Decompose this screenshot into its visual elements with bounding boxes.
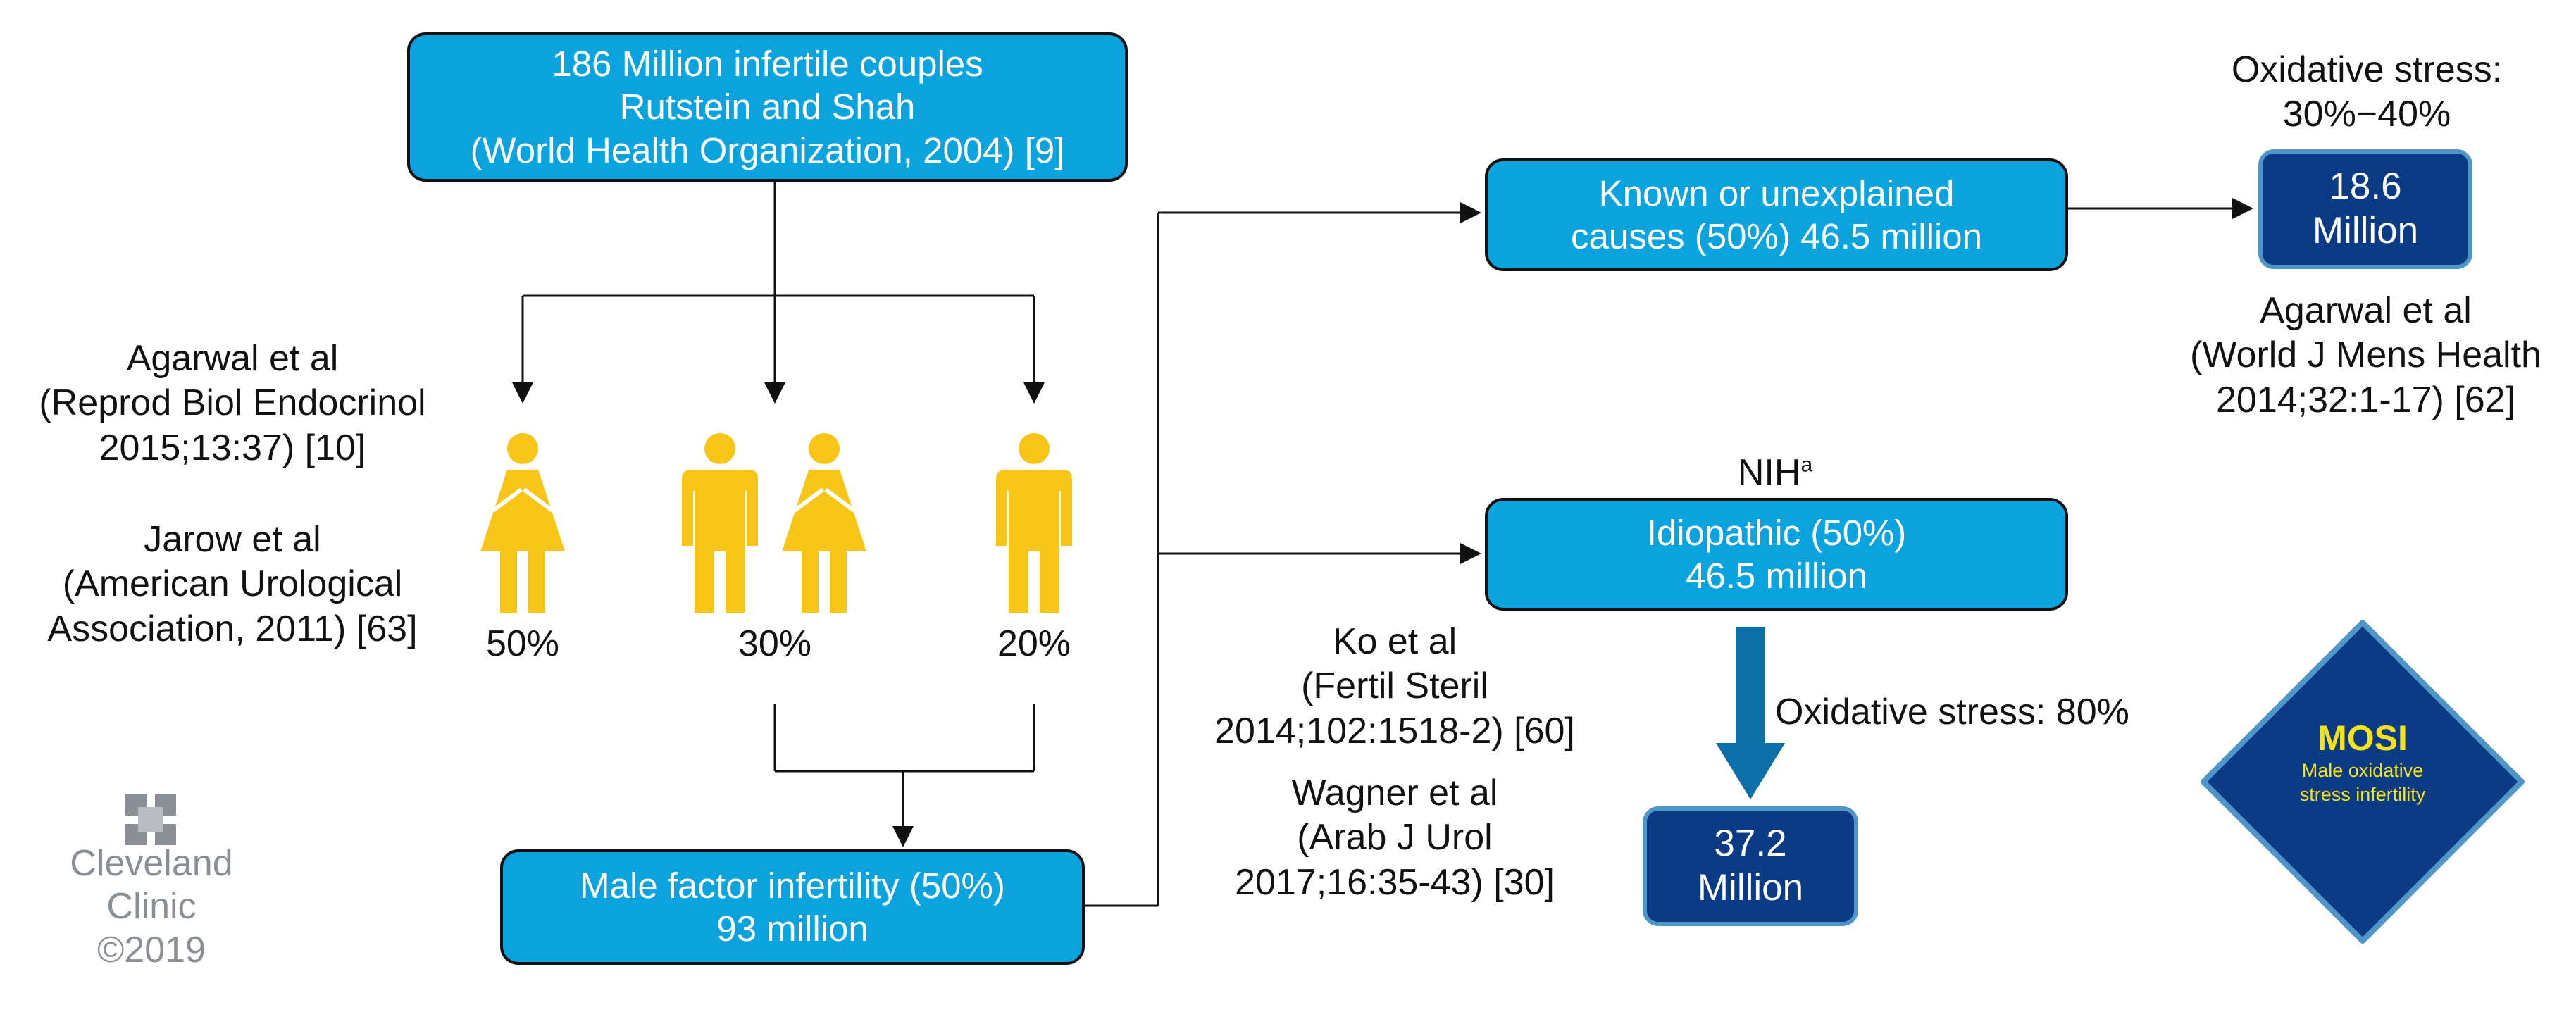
female-figure-icon <box>480 433 565 613</box>
box-known-causes: Known or unexplained causes (50%) 46.5 m… <box>1485 158 2068 271</box>
male-figure-icon <box>996 433 1072 613</box>
mosi-diamond-icon <box>2201 620 2525 944</box>
box-result-18-6: 18.6 Million <box>2258 149 2472 269</box>
percent-male: 20% <box>997 623 1071 664</box>
cleveland-clinic-logo-icon <box>125 794 176 845</box>
cleveland-clinic-logo-text: Cleveland Clinic ©2019 <box>70 843 233 970</box>
label-oxidative-stress-80: Oxidative stress: 80% <box>1775 692 2129 732</box>
mosi-subtitle-1: Male oxidative <box>2301 760 2424 781</box>
box-result-37-2: 37.2 Million <box>1643 806 1858 926</box>
label-nih: NIHa <box>1737 452 1813 493</box>
box-idiopathic: Idiopathic (50%) 46.5 million <box>1485 498 2068 611</box>
mosi-title: MOSI <box>2317 718 2408 758</box>
mosi-subtitle-2: stress infertility <box>2299 783 2426 805</box>
citation-agarwal-2014: Agarwal et al (World J Mens Health 2014;… <box>2190 290 2541 420</box>
citation-ko: Ko et al (Fertil Steril 2014;102:1518-2)… <box>1214 621 1575 751</box>
label-oxidative-stress-top: Oxidative stress: 30%−40% <box>2231 49 2503 135</box>
mosi-label: MOSI Male oxidative stress infertility <box>2201 717 2525 807</box>
female-figure-icon <box>782 433 866 613</box>
box-infertile-couples: 186 Million infertile couples Rutstein a… <box>407 32 1128 182</box>
citation-wagner: Wagner et al (Arab J Urol 2017;16:35-43)… <box>1235 773 1555 903</box>
big-blue-arrow <box>1716 627 1785 799</box>
percent-both: 30% <box>738 623 812 664</box>
male-figure-icon <box>682 433 758 613</box>
citation-jarow: Jarow et al (American Urological Associa… <box>47 519 418 649</box>
citation-agarwal-2015: Agarwal et al (Reprod Biol Endocrinol 20… <box>39 338 426 468</box>
percent-female: 50% <box>485 623 560 664</box>
box-male-factor: Male factor infertility (50%) 93 million <box>500 849 1085 965</box>
